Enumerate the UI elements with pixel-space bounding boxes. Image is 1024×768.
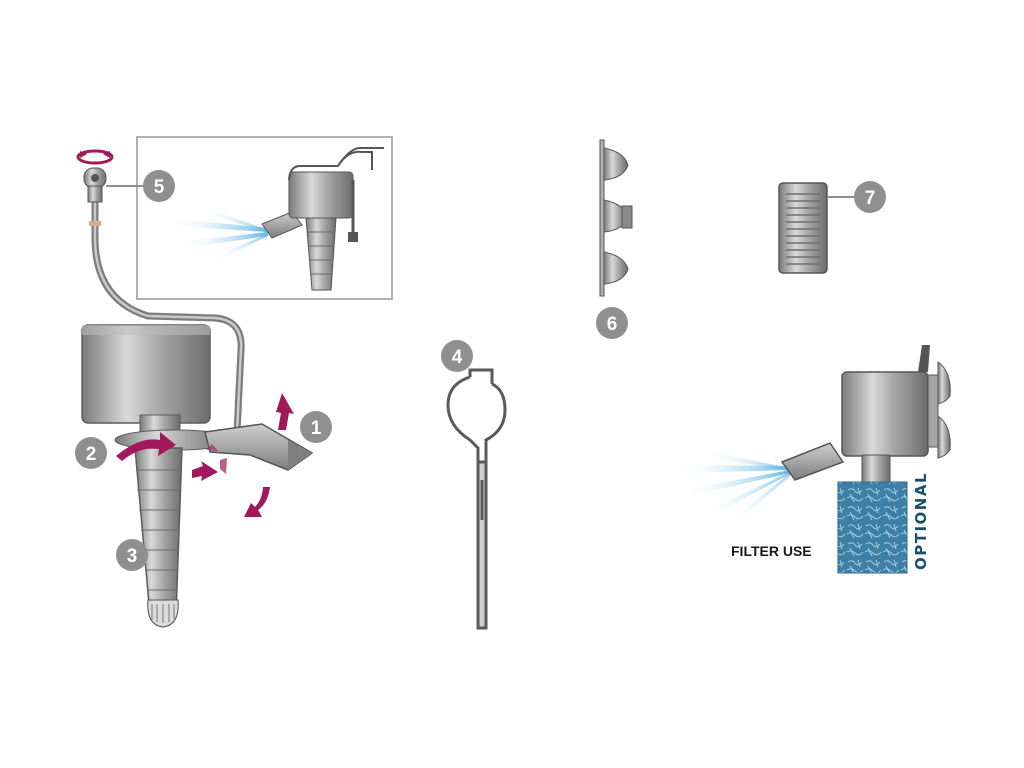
air-valve [83, 167, 107, 203]
inset-panel [136, 136, 393, 300]
callout-4-label: 4 [452, 347, 463, 368]
filter-use-assembly [676, 345, 951, 574]
callout-5: 5 [106, 170, 175, 202]
rotate-arrows-icon [76, 149, 114, 165]
callout-1-label: 1 [311, 418, 322, 439]
callout-3: 3 [116, 539, 148, 571]
callout-1: 1 [300, 411, 332, 443]
callout-6-label: 6 [607, 314, 618, 335]
callout-2: 2 [75, 437, 107, 469]
filter-use-label: FILTER USE [731, 543, 812, 559]
water-jet-icon [168, 206, 268, 260]
optional-label: OPTIONAL [912, 472, 930, 570]
callout-3-label: 3 [127, 546, 138, 567]
callout-7-label: 7 [865, 188, 876, 209]
callout-6: 6 [596, 307, 628, 339]
suction-cups [599, 139, 633, 297]
callout-5-label: 5 [154, 177, 165, 198]
hanger-bracket [446, 368, 507, 630]
tilt-arrows-icon [116, 393, 294, 517]
water-jet-icon [676, 450, 790, 524]
callout-4: 4 [441, 340, 473, 372]
sponge-filter [837, 481, 908, 574]
filter-cartridge [778, 182, 855, 274]
callout-2-label: 2 [86, 444, 97, 465]
main-pump [76, 149, 314, 628]
callout-7: 7 [854, 181, 886, 213]
